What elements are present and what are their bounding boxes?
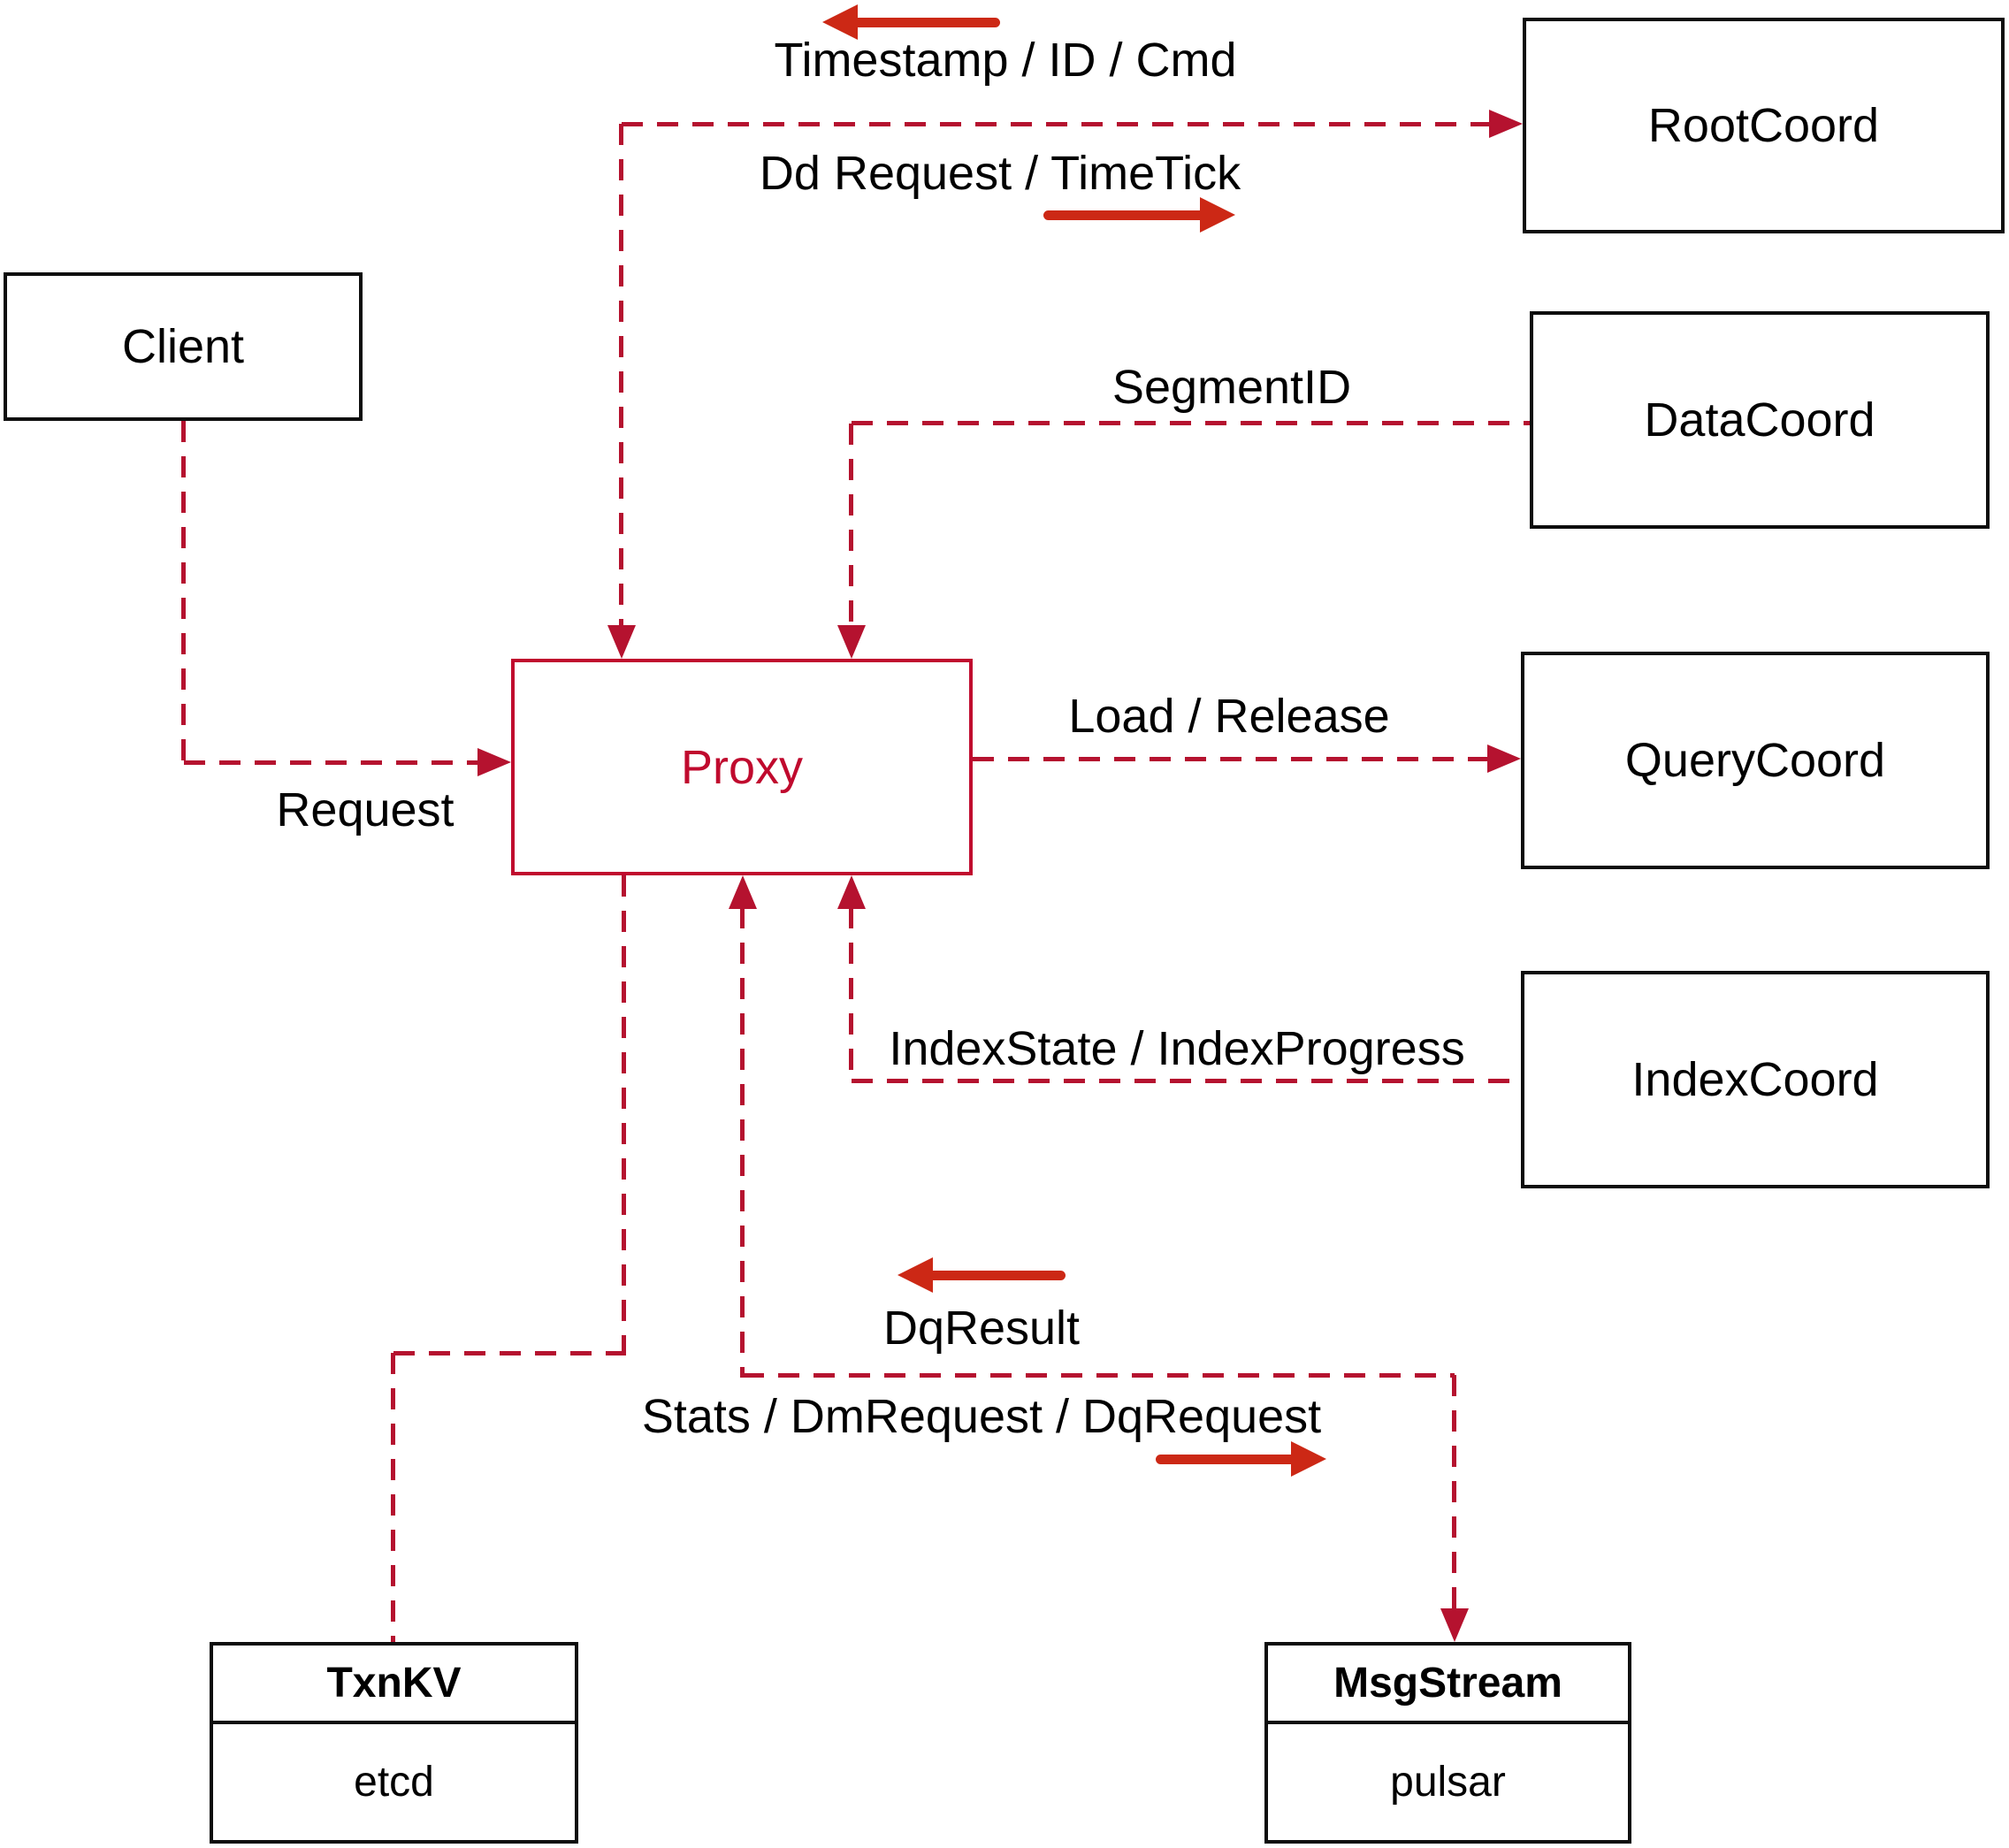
flow-arrow-right-stats-icon [1156,1441,1326,1477]
edge-proxy-querycoord-horizontal [973,757,1489,761]
node-datacoord: DataCoord [1530,311,1990,529]
edge-datacoord-proxy-horizontal [852,421,1530,425]
edge-proxy-msgstream-vertical-left [740,907,745,1378]
node-proxy-label: Proxy [680,740,804,794]
edge-label-indexstate-indexprogress: IndexState / IndexProgress [889,1022,1465,1075]
edge-proxy-msgstream-vertical-right [1452,1375,1456,1610]
flow-arrow-left-timestamp-icon [822,4,1000,40]
edge-indexcoord-proxy-vertical [849,907,853,1081]
flow-arrow-right-ddrequest-icon [1043,197,1235,233]
node-querycoord: QueryCoord [1521,652,1990,869]
arrowhead-into-querycoord-icon [1487,745,1521,773]
edge-proxy-rootcoord-horizontal [622,122,1493,126]
arrowhead-into-proxy-bottom-dqresult-icon [729,875,757,909]
node-msgstream-title: MsgStream [1268,1646,1628,1724]
node-indexcoord-label: IndexCoord [1631,1053,1879,1106]
node-indexcoord: IndexCoord [1521,971,1990,1188]
edge-proxy-txnkv-vertical-upper [622,875,626,1355]
arrowhead-into-rootcoord-icon [1489,110,1523,138]
arrowhead-into-proxy-top-right-icon [837,625,866,659]
edge-label-request: Request [276,783,455,836]
node-rootcoord: RootCoord [1523,18,2005,233]
node-msgstream: MsgStream pulsar [1264,1642,1631,1844]
edge-proxy-rootcoord-vertical [619,124,623,627]
edge-proxy-txnkv-vertical-lower [391,1353,395,1642]
edge-indexcoord-proxy-horizontal [852,1079,1521,1083]
arrowhead-into-proxy-bottom-indexstate-icon [837,875,866,909]
edge-label-load-release: Load / Release [1068,690,1390,743]
arrowhead-into-proxy-left-icon [477,748,511,776]
flow-arrow-left-dqresult-icon [898,1257,1066,1293]
edge-label-segment-id: SegmentID [1111,361,1352,414]
node-proxy: Proxy [511,659,973,875]
edge-client-proxy-vertical [181,421,186,764]
node-client: Client [4,272,363,421]
node-txnkv: TxnKV etcd [210,1642,578,1844]
arrowhead-into-proxy-top-left-icon [607,625,636,659]
edge-label-dd-request-timetick: Dd Request / TimeTick [759,147,1241,200]
edge-label-stats-dmrequest-dqrequest: Stats / DmRequest / DqRequest [641,1390,1322,1443]
node-rootcoord-label: RootCoord [1647,99,1880,152]
edge-proxy-msgstream-horizontal [743,1373,1455,1378]
edge-label-timestamp-id-cmd: Timestamp / ID / Cmd [774,34,1237,87]
node-txnkv-impl: etcd [354,1759,434,1806]
node-txnkv-title: TxnKV [213,1646,575,1724]
node-msgstream-impl: pulsar [1390,1759,1506,1806]
node-querycoord-label: QueryCoord [1624,734,1886,787]
node-datacoord-label: DataCoord [1644,393,1875,447]
edge-label-dqresult: DqResult [882,1302,1081,1355]
node-client-label: Client [121,320,245,373]
edge-client-proxy-horizontal [184,760,479,765]
edge-proxy-txnkv-horizontal [393,1351,624,1355]
arrowhead-into-msgstream-icon [1440,1608,1469,1642]
edge-datacoord-proxy-vertical [849,424,853,627]
